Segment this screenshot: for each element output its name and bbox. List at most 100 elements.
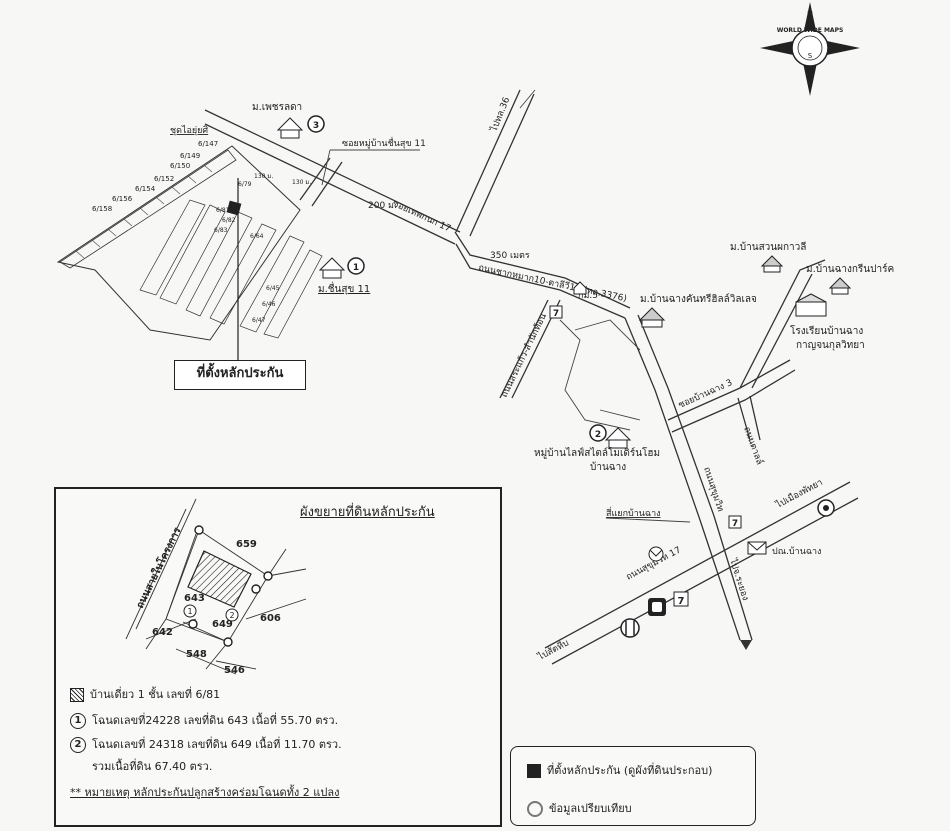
legend-location: ที่ตั้งหลักประกัน (ดูผังที่ดินประกอบ) [527, 761, 712, 779]
map-legend-box: ที่ตั้งหลักประกัน (ดูผังที่ดินประกอบ) ข้… [510, 746, 756, 826]
inset-parcel-plan: 659 643 642 649 606 548 546 1 2 ถนนสายใน… [125, 498, 307, 676]
thanon-tang-label: ถนนตาลล์ [741, 425, 766, 466]
parcel-606: 606 [260, 613, 281, 624]
compass-n: N [807, 10, 813, 19]
school-icon [795, 301, 827, 317]
legend-comparison: ข้อมูลเปรียบเทียบ [527, 799, 632, 817]
solid-swatch-icon [527, 764, 541, 778]
legend-location-text: ที่ตั้งหลักประกัน (ดูผังที่ดินประกอบ) [547, 764, 713, 777]
landmark-2-num: 2 [595, 430, 601, 440]
lot-46: 6/46 [262, 301, 276, 308]
inset-circle-2: 2 [229, 611, 234, 620]
m3-label: ม.เพชรลดา [252, 102, 302, 113]
parcel-643: 643 [184, 593, 205, 604]
svg-text:7: 7 [732, 519, 738, 529]
hospital-icon [817, 499, 835, 517]
hatch-swatch-icon [70, 688, 84, 702]
landmark-2: 2 หมู่บ้านไลฟ์สไตล์โมเดิร์นโฮม บ้านฉาง [534, 424, 660, 473]
parcel-649: 649 [212, 619, 233, 630]
km-post-icon [573, 281, 587, 295]
landmark-1-num: 1 [353, 263, 359, 273]
main-road-label: ถนนชากหมาก10-ตาลีวี11 (ทล.3376) [477, 262, 627, 304]
legend-deed1-text: โฉนดเลขที่24228 เลขที่ดิน 643 เนื้อที่ 5… [92, 714, 339, 727]
school: โรงเรียนบ้านฉาง กาญจนกุลวิทยา [790, 293, 865, 351]
inset-road-label: ถนนสายในโครงการ [133, 525, 184, 611]
inset-title: ผังขยายที่ดินหลักประกัน [300, 505, 435, 520]
mail-icon [747, 541, 767, 555]
landmark-3-icon [307, 115, 325, 133]
deed1-circle-icon: 1 [70, 713, 86, 729]
thanon-sara-label: ถนนสระแก้ว-สำนักท้อน [499, 312, 549, 400]
parcel-642: 642 [152, 627, 173, 638]
lot-83: 6/83 [214, 227, 228, 234]
landmark-3: ม.เพชรลดา 3 [252, 102, 325, 139]
collateral-location-text: ที่ตั้งหลักประกัน [196, 366, 284, 381]
compass-rose-icon: WORLD WIDE MAPS N W E S [760, 2, 860, 96]
svg-text:7: 7 [553, 309, 559, 319]
zone-label: ชุดไอยุ่ยศิ [170, 125, 208, 136]
dist-350-label: 350 เมตร [490, 251, 530, 261]
junction-label: สี่แยกบ้านฉาง [606, 506, 661, 519]
legend-deed2-text: โฉนดเลขที่ 24318 เลขที่ดิน 649 เนื้อที่ … [92, 738, 342, 751]
parcel-546: 546 [224, 665, 245, 676]
lot-47: 6/47 [252, 317, 266, 324]
lot-152: 6/152 [154, 175, 174, 183]
lot-81: 6/81 [216, 207, 230, 214]
lot-147: 6/147 [198, 140, 218, 148]
dist-130a: 130 ม. [254, 173, 273, 180]
landmark-kansiri: ม.บ้านฉางคันทรีฮิลล์วิลเลจ [638, 293, 757, 328]
m2-label-line1: หมู่บ้านไลฟ์สไตล์โมเดิร์นโฮม [534, 446, 660, 459]
dist-130b: 130 ม. [292, 179, 311, 186]
km5-label: กม.5 [578, 291, 598, 301]
seven-eleven-icon-3: 7 [673, 591, 689, 607]
inset-circle-1: 1 [187, 607, 192, 616]
post-label: ปณ.บ้านฉาง [772, 546, 821, 557]
landmark-1: 1 ม.ชื่นสุข 11 [318, 257, 370, 295]
school-label-line1: โรงเรียนบ้านฉาง [790, 324, 863, 337]
deed2-circle-icon: 2 [70, 737, 86, 753]
lot-79: 6/79 [238, 181, 252, 188]
landmark-suan: ม.บ้านสวนผกาวลี [730, 241, 806, 273]
lot-150: 6/150 [170, 162, 190, 170]
collateral-location-label: ที่ตั้งหลักประกัน [174, 360, 306, 390]
legend-total: รวมเนื้อที่ดิน 67.40 ตรว. [92, 760, 213, 773]
compass-brand: WORLD WIDE MAPS [777, 27, 844, 34]
lot-149: 6/149 [180, 152, 200, 160]
hollow-circle-icon [527, 801, 543, 817]
lot-154: 6/154 [135, 185, 156, 193]
inset-plan-box: ผังขยายที่ดินหลักประกัน [54, 487, 502, 827]
legend-deed1: 1 โฉนดเลขที่24228 เลขที่ดิน 643 เนื้อที่ … [70, 711, 338, 729]
subdivision-plan [56, 145, 323, 360]
legend-house: บ้านเดี่ยว 1 ชั้น เลขที่ 6/81 [70, 685, 220, 703]
compass-e: E [838, 45, 842, 53]
lot-82: 6/82 [222, 217, 236, 224]
seven-eleven-icon-2: 7 [728, 515, 742, 529]
m-suan-label: ม.บ้านสวนผกาวลี [730, 241, 806, 253]
to-pattaya-label: ไปเมืองพัทยา [773, 477, 824, 511]
inset-house-footprint [187, 550, 252, 608]
to-sattahip-label: ไปสัตหีบ [535, 637, 571, 663]
legend-deed2: 2 โฉนดเลขที่ 24318 เลขที่ดิน 649 เนื้อที่… [70, 735, 342, 753]
bank-icon [620, 618, 640, 638]
dist-200-label: 200 ม. [368, 201, 397, 211]
landmark-2-icon [589, 424, 607, 442]
m1-label: ม.ชื่นสุข 11 [318, 281, 370, 295]
soi-thepkanok-label: ซอยเทพกนก 17 [391, 199, 452, 235]
compass-s: S [808, 52, 813, 60]
lot-64: 6/64 [250, 233, 264, 240]
seven-eleven-icon: 7 [549, 305, 563, 319]
legend-comparison-text: ข้อมูลเปรียบเทียบ [549, 802, 632, 815]
parcel-659: 659 [236, 539, 257, 550]
landmark-1-icon [347, 257, 365, 275]
parcel-548: 548 [186, 649, 207, 660]
legend-note: ** หมายเหตุ หลักประกันปลูกสร้างคร่อมโฉนด… [70, 786, 340, 799]
to-rayong-label: ไปจ.ระยอง [727, 557, 751, 602]
m2-label-line2: บ้านฉาง [590, 461, 626, 473]
legend-house-text: บ้านเดี่ยว 1 ชั้น เลขที่ 6/81 [90, 688, 221, 701]
temple-icon [648, 546, 664, 562]
lot-156: 6/156 [112, 195, 133, 203]
lot-158: 6/158 [92, 205, 112, 213]
landmark-3-num: 3 [313, 121, 319, 131]
school-label-line2: กาญจนกุลวิทยา [796, 340, 865, 351]
